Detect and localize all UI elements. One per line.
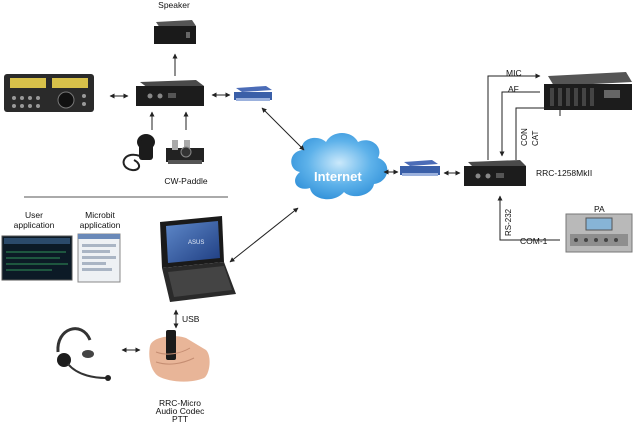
usb-label: USB [182,314,200,324]
internet-label: Internet [314,169,362,184]
laptop-brand-label: ASUS [188,240,204,246]
pa-label: PA [594,204,605,214]
microbit-application-label-line1: Microbit [85,210,115,220]
laptop: ASUS [160,216,236,302]
headset [56,327,111,381]
line-con-cat [515,107,561,160]
rrc-micro-label-line2: Audio Codec [155,406,205,416]
router-server [400,160,440,176]
microbit-application-screen [77,233,121,283]
rs232-label: RS-232 [504,208,513,236]
arrow-laptop-internet [229,207,299,263]
line-mic [487,73,541,160]
transceiver-radio [4,74,94,112]
microbit-application-label-line2: application [79,220,121,230]
af-label: AF [508,84,519,94]
arrow-router-internet [261,107,305,151]
line-rs232 [497,195,560,241]
internet-cloud [291,133,388,200]
rrc-1258-box [464,160,526,186]
cw-paddle-label: CW-Paddle [164,176,208,186]
pa-amplifier [565,213,633,253]
user-application-label-line1: User [25,210,43,220]
rrc-micro-hand [149,330,210,382]
con-label: CON [520,128,529,146]
rrc-client-box [136,80,204,106]
user-application-screen [1,235,73,281]
user-application-label-line2: application [13,220,55,230]
rrc-micro-label-line1: RRC-Micro [158,398,202,408]
hand-microphone [122,134,155,172]
line-af [499,91,540,157]
cat-label: CAT [531,130,540,146]
router-client [234,86,272,101]
server-radio [544,72,632,110]
rrc-1258-label: RRC-1258MkII [536,168,593,178]
cw-paddle [166,140,204,164]
speaker [154,20,196,44]
speaker-label: Speaker [158,0,190,10]
com1-label: COM-1 [520,236,548,246]
rrc-micro-label-line3: PTT [171,414,189,424]
mic-label: MIC [506,68,522,78]
